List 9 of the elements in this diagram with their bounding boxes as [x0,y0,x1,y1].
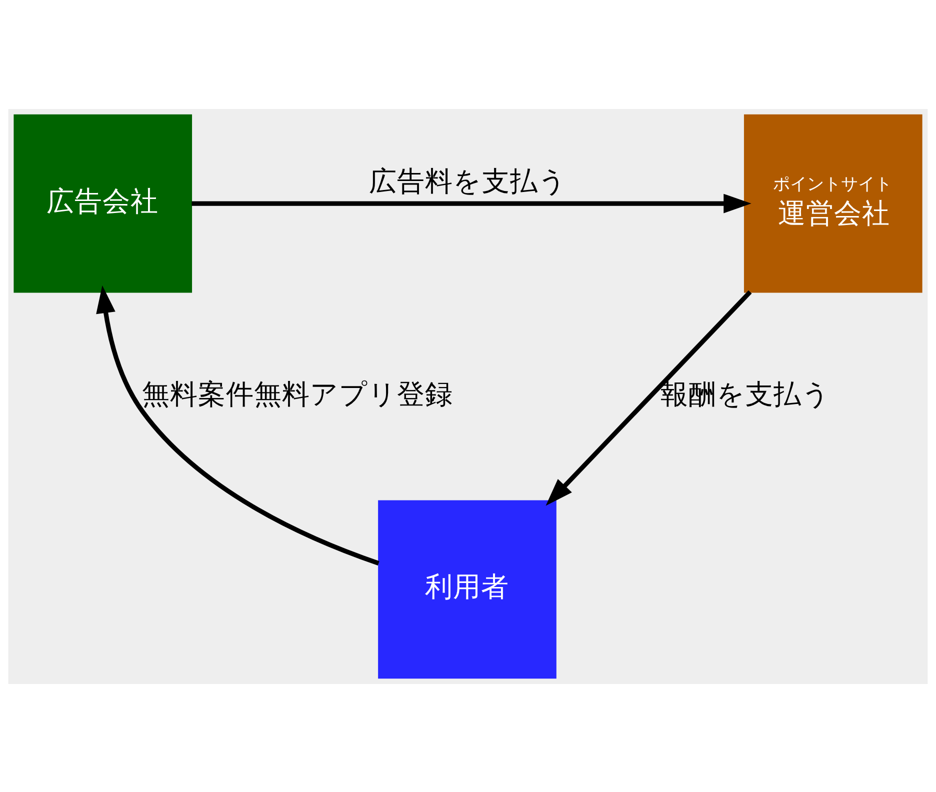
node-box: 利用者 [378,500,556,678]
edge-label: 報酬を支払う [660,376,831,410]
node-box: ポイントサイト 運営会社 [744,114,922,292]
edge-label: 無料案件無料アプリ登録 [142,376,453,410]
arrow [96,284,380,565]
node-box: 広告会社 [14,114,192,292]
arrow [546,290,752,506]
edge-label: 広告料を支払う [369,164,567,197]
arrow [192,193,752,213]
